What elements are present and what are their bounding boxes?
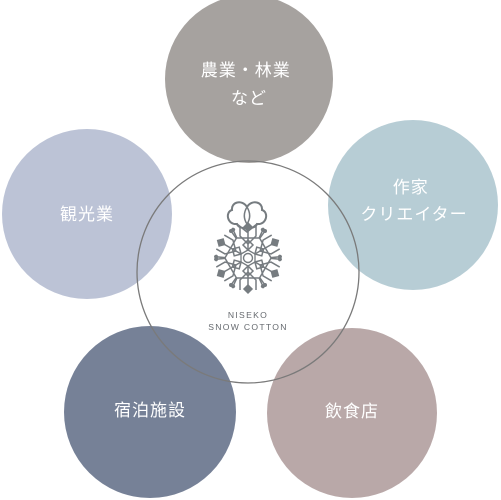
- brand-line-2: SNOW COTTON: [208, 322, 288, 332]
- brand-line-1: NISEKO: [228, 310, 268, 320]
- node-labels: 農業・林業 など 観光業 作家 クリエイター 宿泊施設 飲食店: [60, 61, 467, 422]
- snowflake-cotton-logo-icon: [207, 201, 289, 294]
- creator-label-line-2: クリエイター: [360, 205, 467, 225]
- tourism-label-line-1: 観光業: [60, 205, 114, 225]
- creator-label-line-1: 作家: [393, 178, 429, 198]
- center-ring: [136, 160, 360, 384]
- agriculture-label: 農業・林業 など: [201, 61, 297, 109]
- agriculture-circle: [165, 0, 333, 163]
- tourism-circle: [2, 129, 172, 299]
- restaurant-label: 飲食店: [325, 402, 379, 422]
- creator-circle: [328, 120, 498, 290]
- tourism-label: 観光業: [60, 205, 114, 225]
- agriculture-label-line-1: 農業・林業: [201, 61, 291, 81]
- snowflake-icon: [207, 221, 289, 294]
- creator-label: 作家 クリエイター: [360, 178, 467, 225]
- restaurant-label-line-1: 飲食店: [325, 402, 379, 422]
- agriculture-label-line-2: など: [231, 89, 267, 109]
- lodging-label-line-1: 宿泊施設: [114, 401, 186, 421]
- lodging-label: 宿泊施設: [114, 401, 186, 421]
- restaurant-circle: [267, 328, 437, 498]
